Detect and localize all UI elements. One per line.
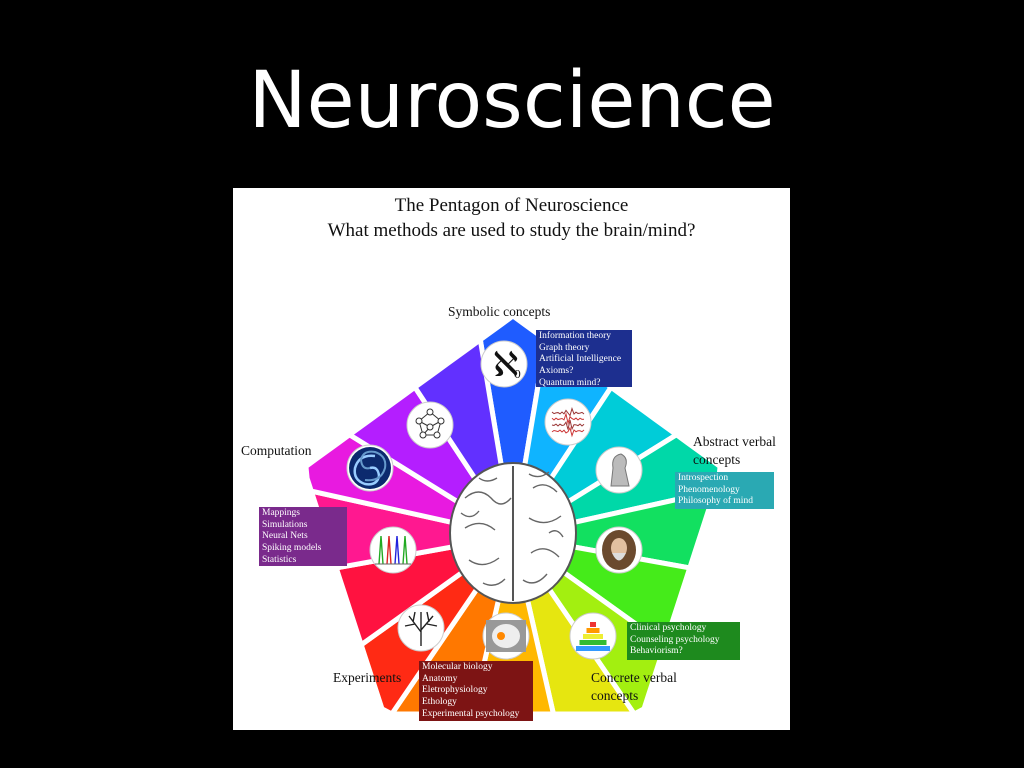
list-item: Eletrophysiology	[422, 685, 488, 696]
list-item: Philosophy of mind	[678, 496, 753, 507]
concrete-methods-box: Clinical psychology Counseling psycholog…	[627, 622, 740, 660]
vertex-label-symbolic: Symbolic concepts	[448, 304, 551, 319]
slide-title: Neuroscience	[248, 56, 776, 146]
list-item: Molecular biology	[422, 662, 493, 672]
list-item: Mappings	[262, 508, 300, 518]
aleph-icon: ℵ0	[480, 340, 528, 388]
list-item: Information theory	[539, 331, 612, 341]
graph-network-icon	[406, 401, 454, 449]
list-item: Behaviorism?	[630, 646, 683, 657]
neuron-tree-icon	[397, 604, 445, 652]
list-item: Artificial Intelligence	[539, 354, 622, 365]
list-item: Neural Nets	[262, 531, 308, 542]
portrait-icon	[595, 526, 643, 574]
pentagon-diagram: ℵ0	[303, 312, 723, 718]
list-item: Counseling psychology	[630, 634, 720, 645]
svg-text:ℵ: ℵ	[493, 345, 518, 385]
svg-text:0: 0	[514, 368, 521, 381]
vertex-label-concrete-1: Concrete verbal	[591, 670, 677, 685]
list-item: Phenomenology	[678, 484, 740, 495]
brain-icon	[449, 462, 577, 604]
list-item: Ethology	[422, 697, 457, 708]
symbolic-methods-box: Information theory Graph theory Artifici…	[536, 330, 632, 388]
spiral-galaxy-icon	[346, 444, 394, 492]
vertex-label-abstract-2: concepts	[693, 452, 741, 467]
brain-scan-icon	[482, 612, 530, 660]
vertex-label-computation: Computation	[241, 443, 312, 458]
figure-subtitle: What methods are used to study the brain…	[327, 220, 696, 241]
list-item: Introspection	[678, 473, 729, 483]
list-item: Axioms?	[539, 366, 574, 377]
list-item: Simulations	[262, 519, 308, 530]
thinker-statue-icon	[595, 446, 643, 494]
list-item: Experimental psychology	[422, 708, 520, 719]
experiments-methods-box: Molecular biology Anatomy Eletrophysiolo…	[419, 661, 533, 721]
vertex-label-experiments: Experiments	[333, 670, 402, 685]
pyramid-icon	[569, 612, 617, 660]
list-item: Quantum mind?	[539, 377, 601, 388]
vertex-label-concrete-2: concepts	[591, 688, 639, 703]
computation-methods-box: Mappings Simulations Neural Nets Spiking…	[259, 507, 347, 566]
waveform-icon	[544, 398, 592, 446]
list-item: Graph theory	[539, 342, 590, 353]
vertex-label-abstract-1: Abstract verbal	[693, 434, 776, 449]
figure-title: The Pentagon of Neuroscience	[394, 195, 629, 216]
list-item: Statistics	[262, 554, 297, 565]
list-item: Clinical psychology	[630, 623, 707, 633]
spike-chart-icon	[369, 526, 417, 574]
abstract-methods-box: Introspection Phenomenology Philosophy o…	[675, 472, 774, 509]
list-item: Spiking models	[262, 543, 322, 554]
list-item: Anatomy	[422, 673, 458, 684]
